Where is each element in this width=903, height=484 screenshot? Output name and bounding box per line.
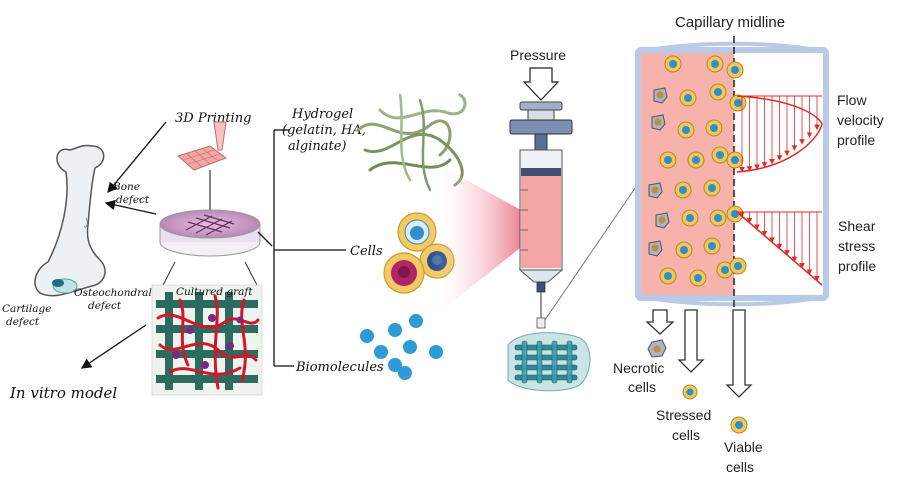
printing-to-bone-arrow	[107, 121, 167, 194]
printing-label: 3D Printing	[175, 111, 251, 126]
capillary-cell	[726, 205, 744, 223]
cells-label: Cells	[350, 244, 383, 259]
capillary-cell	[689, 269, 707, 287]
capillary-cell	[716, 261, 734, 279]
necrotic-label-1: Necrotic	[613, 360, 664, 376]
capillary-cell	[674, 181, 692, 199]
printed-mesh-illustration	[176, 121, 228, 210]
cartilage-defect-label-1: Cartilage	[2, 303, 51, 315]
shear-profile-label-1: Shear	[838, 218, 876, 234]
osteochondral-defect-label-2: defect	[88, 300, 122, 312]
flow-profile-label-1: Flow	[837, 92, 867, 108]
capillary-cell	[655, 212, 670, 229]
zoom-arrow	[544, 177, 643, 321]
capillary-cell	[681, 209, 699, 227]
capillary-cell	[664, 55, 682, 73]
viable-label-1: Viable	[724, 439, 763, 455]
shear-stress-profile	[736, 211, 823, 286]
capillary-cell	[726, 151, 744, 169]
bone-defect-label-1: Bone	[112, 181, 140, 193]
capillary-cell	[651, 114, 666, 131]
capillary-cell	[679, 89, 697, 107]
pressure-label: Pressure	[510, 47, 566, 63]
capillary-cell	[729, 257, 747, 275]
capillary-cells	[648, 55, 747, 287]
capillary-cell	[709, 209, 727, 227]
hydrogel-label-3: alginate)	[288, 139, 347, 154]
syringe-illustration	[509, 101, 573, 329]
bone-defect-label-2: defect	[116, 194, 150, 206]
cartilage-defect-label-2: defect	[6, 316, 40, 328]
capillary-cell	[729, 94, 747, 112]
stressed-label-1: Stressed	[656, 407, 711, 423]
viable-label-2: cells	[726, 459, 754, 475]
osteochondral-defect-label-1: Osteochondral	[74, 287, 152, 299]
printed-scaffold-illustration	[507, 332, 591, 392]
capillary-cell	[677, 121, 695, 139]
capillary-cell	[687, 151, 705, 169]
pressure-arrow	[522, 67, 560, 101]
cultured-graft-illustration	[151, 284, 263, 396]
biomolecules-label: Biomolecules	[295, 360, 384, 375]
mixing-funnel	[430, 160, 530, 320]
capillary-cell	[711, 146, 729, 164]
flow-profile-label-2: velocity	[837, 112, 884, 128]
viable-cell-icon	[730, 416, 748, 434]
capillary-cell	[706, 55, 724, 73]
graft-to-invitro-arrow	[80, 324, 147, 369]
in-vitro-label: In vitro model	[9, 384, 117, 402]
capillary-cell	[659, 151, 677, 169]
capillary-cell	[703, 179, 721, 197]
capillary-cell	[653, 87, 668, 104]
necrotic-label-2: cells	[628, 379, 656, 395]
stressed-cell-icon	[682, 384, 698, 400]
capillary-cell	[726, 61, 744, 79]
capillary-cell	[675, 241, 693, 259]
viable-arrow	[725, 309, 753, 398]
component-bracket	[257, 129, 346, 367]
capillary-cell	[659, 267, 677, 285]
hydrogel-label-2: (gelatin, HA,	[282, 123, 366, 138]
capillary-cell	[709, 83, 727, 101]
hydrogel-strands-illustration	[356, 93, 467, 192]
petri-dish-illustration	[159, 209, 261, 257]
shear-profile-label-2: stress	[838, 238, 875, 254]
capillary-cell	[703, 237, 721, 255]
necrotic-arrow	[645, 309, 675, 335]
capillary-cell	[705, 119, 723, 137]
stressed-label-2: cells	[672, 427, 700, 443]
cultured-graft-label: Cultured graft	[176, 286, 253, 298]
flow-profile-label-3: profile	[837, 132, 875, 148]
biomolecules-illustration	[360, 314, 443, 380]
cells-cluster-illustration	[383, 212, 455, 294]
capillary-cell	[648, 182, 663, 199]
output-arrows	[645, 309, 753, 398]
capillary-midline-label: Capillary midline	[675, 14, 785, 31]
capillary-cell	[648, 240, 663, 257]
hydrogel-label-1: Hydrogel	[291, 107, 353, 122]
dish-to-bone-arrow	[104, 199, 157, 215]
shear-profile-label-3: profile	[838, 258, 876, 274]
bone-illustration	[34, 144, 106, 297]
stressed-arrow	[677, 309, 705, 373]
flow-velocity-profile	[736, 95, 823, 173]
necrotic-cell-icon	[647, 339, 667, 358]
